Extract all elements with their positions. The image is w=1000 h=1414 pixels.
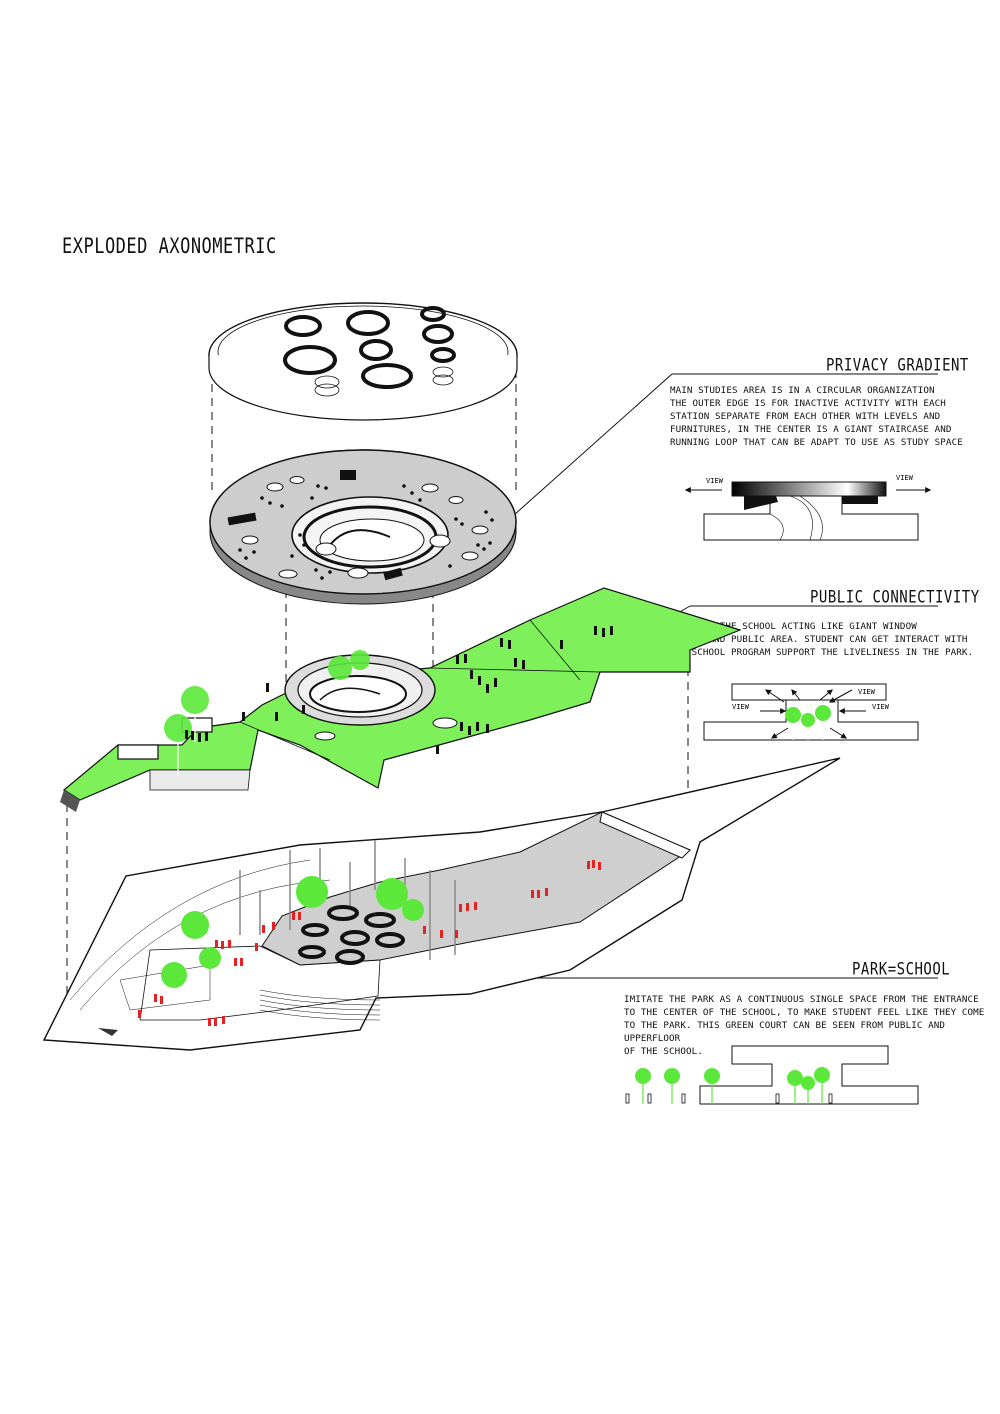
privacy-leader-line — [485, 373, 673, 541]
privacy-gradient-diagram: VIEW VIEW — [684, 474, 932, 541]
ground-level — [42, 757, 841, 1051]
public-view-label-2: VIEW — [732, 703, 750, 711]
public-view-label-3: VIEW — [872, 703, 890, 711]
roof-disc — [208, 302, 518, 421]
privacy-view-right-label: VIEW — [896, 474, 914, 482]
public-heading: PUBLIC CONNECTIVITY — [810, 588, 980, 608]
public-connectivity-diagram: VIEW VIEW VIEW — [703, 683, 919, 741]
park-heading: PARK=SCHOOL — [852, 960, 951, 980]
page-title: EXPLODED AXONOMETRIC — [62, 234, 277, 259]
public-view-label-1: VIEW — [858, 688, 876, 696]
park-school-diagram — [625, 1045, 919, 1105]
projection-lines — [66, 370, 689, 1030]
privacy-description: MAIN STUDIES AREA IS IN A CIRCULAR ORGAN… — [670, 385, 963, 448]
park-level — [60, 587, 742, 812]
privacy-heading: PRIVACY GRADIENT — [826, 356, 969, 376]
privacy-view-left-label: VIEW — [706, 477, 724, 485]
park-description: IMITATE THE PARK AS A CONTINUOUS SINGLE … — [624, 994, 985, 1057]
study-floor-disc — [209, 449, 517, 605]
